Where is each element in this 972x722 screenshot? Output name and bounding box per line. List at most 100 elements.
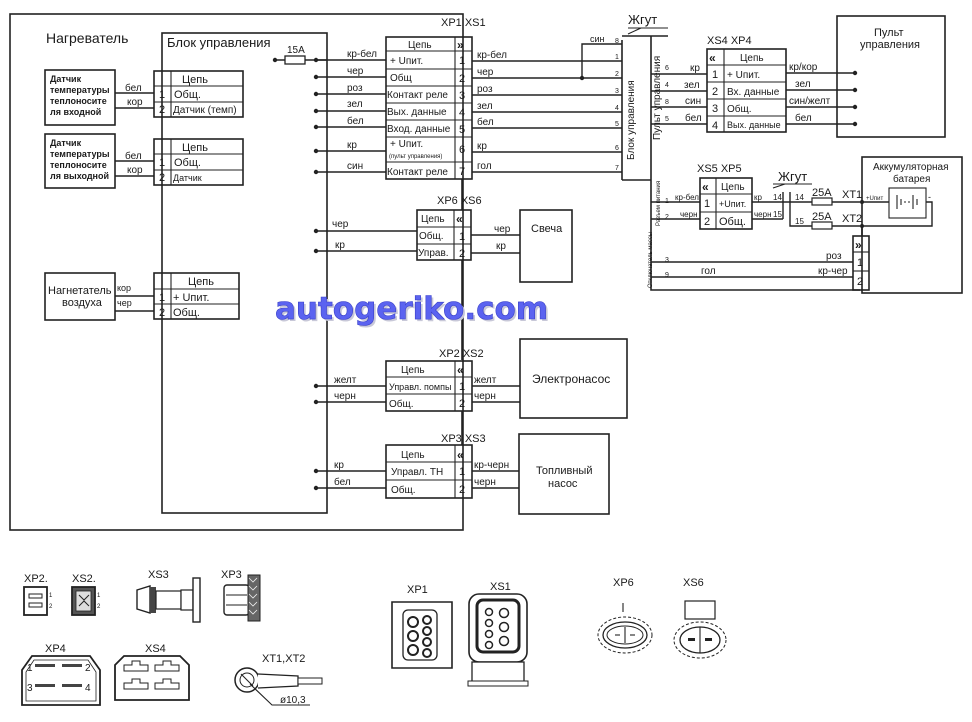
socket-icon: « <box>457 448 464 462</box>
label-text: Общ. <box>389 398 414 410</box>
label-text: ля выходной <box>50 171 109 181</box>
battery-cell-icon <box>896 195 918 209</box>
junction-dot <box>272 57 278 63</box>
label-text: 7 <box>615 165 619 172</box>
wire-line <box>249 683 310 706</box>
label-text: 9 <box>665 272 669 279</box>
frame-rect <box>467 680 529 687</box>
socket-icon: « <box>702 180 709 194</box>
frame-rect <box>62 664 82 667</box>
label-text: XS5 XP5 <box>697 163 742 175</box>
label-text: + Uпит. <box>173 292 209 304</box>
label-text: 2 <box>97 604 101 610</box>
label-text: управления <box>860 39 920 51</box>
label-text: Цепь <box>721 182 745 193</box>
label-text: Цепь <box>421 214 445 225</box>
label-text: 2 <box>159 172 165 184</box>
label-text: XT2 <box>842 213 862 225</box>
label-text: 2 <box>459 484 465 496</box>
frame-rect <box>180 589 194 611</box>
socket-icon: « <box>457 363 464 377</box>
wire-label: кр <box>690 63 700 74</box>
label-text: 2 <box>704 216 710 228</box>
label-text: температуры <box>50 85 110 95</box>
wire-label: гол <box>477 161 492 172</box>
watermark: autogeriko.com <box>275 291 548 327</box>
label-text: Контакт реле <box>387 90 448 101</box>
frame-rect <box>28 593 43 599</box>
wire-label: кр-бел <box>347 48 377 60</box>
label-text: Вых. данные <box>387 107 447 118</box>
junction-dot <box>422 637 432 647</box>
plug-icon: » <box>855 238 862 252</box>
wire-label: бел <box>125 150 142 162</box>
label-text: 1 <box>459 381 465 393</box>
wire-label: кр <box>347 140 357 151</box>
label-text: 4 <box>665 82 669 89</box>
label-text: 4 <box>615 105 619 112</box>
junction-dot <box>852 87 858 93</box>
water-pump-label: Электронасос <box>532 372 610 386</box>
label-text: 2 <box>665 214 669 221</box>
label-text: 14 <box>773 193 782 202</box>
label-text: 2 <box>459 398 465 410</box>
label-text: XP4 <box>45 643 66 655</box>
label-text: Цепь <box>401 450 425 461</box>
junction-dot <box>498 621 510 633</box>
wire-label: черн <box>754 210 771 219</box>
sensor-inlet: Датчик температуры теплоносите ля входно… <box>44 69 244 126</box>
connector-view-xp3: XP3 <box>221 569 261 622</box>
label-text: 5 <box>665 116 669 123</box>
connector-view-xs4: XS4 <box>114 643 190 701</box>
wire-label: гол <box>701 266 716 277</box>
wire-label: бел <box>334 476 351 488</box>
label-text: Цепь <box>408 40 432 51</box>
label-text: Цепь <box>182 74 208 86</box>
harness-relay-label: Отключатель массы <box>648 232 654 288</box>
frame-rect <box>23 586 48 616</box>
label-text: (пульт управления) <box>389 154 442 160</box>
heater-frame <box>9 13 464 531</box>
wire-label: кр-черн <box>474 460 509 471</box>
connector-xp3-xs3: XP3 XS3 Цепь « Управл. ТН 1 Общ. 2 кр бе… <box>316 433 610 515</box>
frame-rect <box>705 638 712 641</box>
junction-dot <box>484 607 494 617</box>
frame-rect <box>223 584 250 616</box>
wire-label: чер <box>347 66 364 77</box>
label-text: XS6 <box>683 577 704 589</box>
wire-line <box>581 43 622 78</box>
xp1-right-wires: кр-бел чер роз зел бел кр гол син <box>472 34 622 173</box>
label-text: 5 <box>459 124 465 136</box>
wire-label: кор <box>127 165 143 176</box>
label-text: Датчик <box>50 74 82 84</box>
frame-rect <box>247 574 261 622</box>
label-text: Общ <box>390 72 412 84</box>
wire-label: син <box>347 161 363 172</box>
label-text: 6 <box>665 65 669 72</box>
frame-rect <box>688 638 695 641</box>
harness-block-label: Блок управления <box>626 80 637 160</box>
junction-dot <box>407 644 419 656</box>
frame-rect <box>519 209 573 283</box>
label-text: Датчик <box>173 173 202 183</box>
label-text: 6 <box>615 145 619 152</box>
label-text: Цепь <box>401 365 425 376</box>
label-text: + Uпит. <box>727 70 760 81</box>
label-text: XP3 <box>221 569 242 581</box>
harness-title: Жгут <box>628 12 657 27</box>
connector-view-xp2: XP2. 1 2 <box>23 573 53 616</box>
label-text: Общ. <box>419 230 444 242</box>
label-text: Цепь <box>740 53 764 64</box>
label-text: XP2. <box>24 573 48 585</box>
wire-label: кр-бел <box>675 193 699 202</box>
label-text: 1 <box>704 198 710 210</box>
label-text: 4 <box>459 107 465 119</box>
label-text: 1 <box>459 231 465 243</box>
label-text: ля входной <box>50 107 101 117</box>
label-text: 1 <box>459 466 465 478</box>
path-shape <box>78 594 90 607</box>
fuse-15a-icon <box>284 55 306 65</box>
path-shape <box>114 655 190 701</box>
connector-xp1-xs1: XP1 XS1 Цепь » + Uпит. 1 Общ 2 Контакт р… <box>385 17 486 180</box>
wire-label: чер <box>477 67 494 78</box>
